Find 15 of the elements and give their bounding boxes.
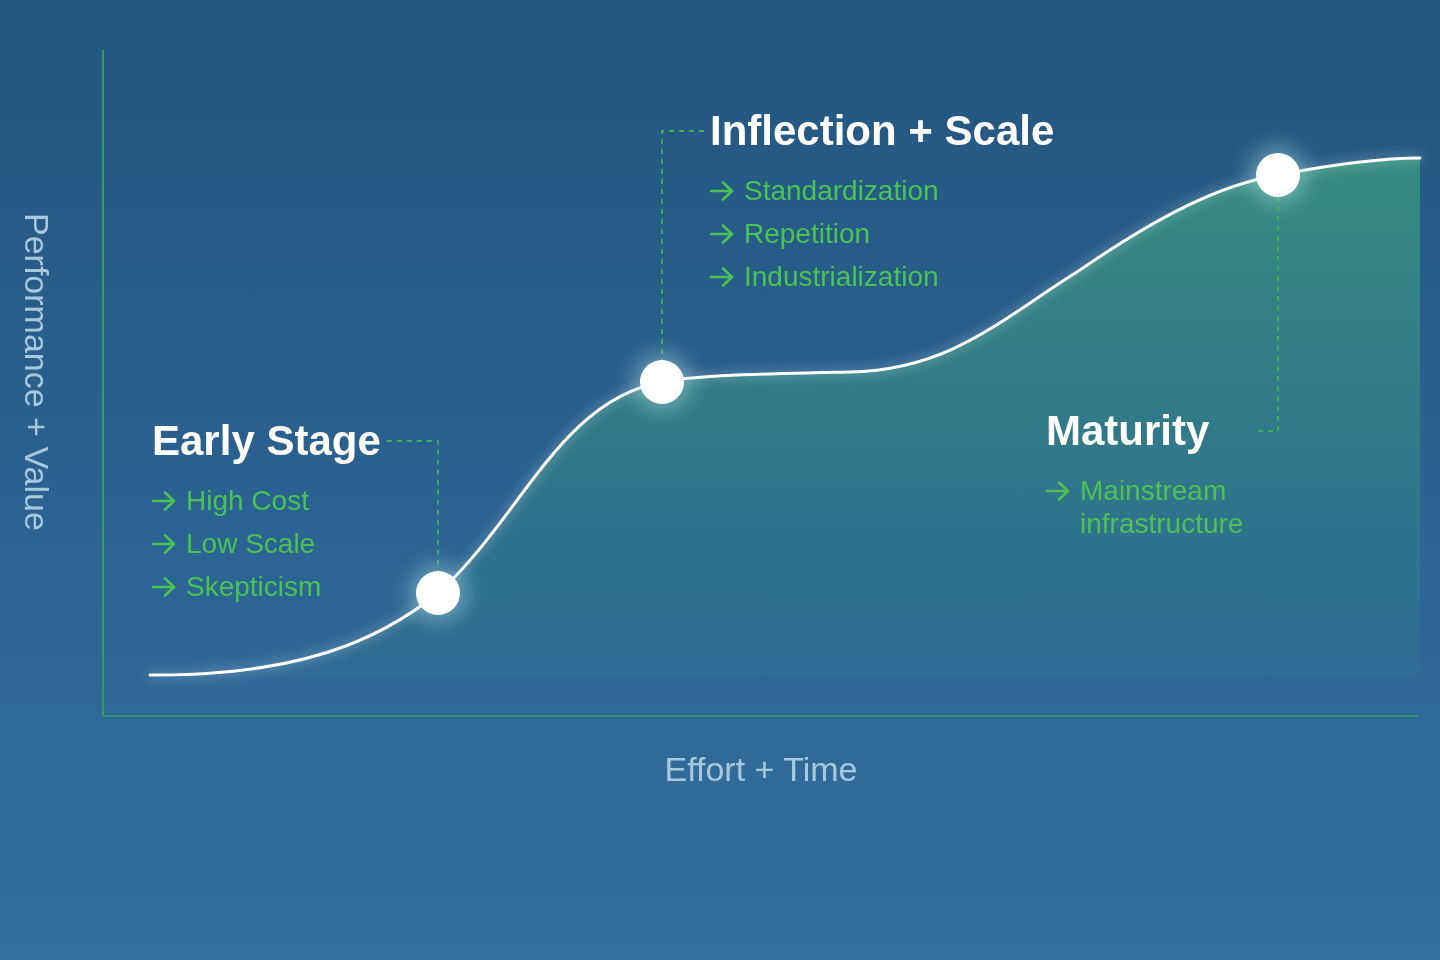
stage-title: Inflection + Scale	[710, 107, 1055, 155]
leader-line	[1257, 196, 1279, 432]
stage-point-text: Skepticism	[186, 570, 322, 603]
stage-point-text: Repetition	[744, 217, 871, 250]
y-axis-label: Performance + Value	[17, 213, 57, 531]
stage-point-text: Industrialization	[744, 260, 939, 293]
stage-title: Early Stage	[152, 417, 381, 465]
stage-point-text: Standardization	[744, 174, 939, 207]
leader-line	[385, 440, 439, 572]
stage-point-text: Mainstream infrastructure	[1080, 474, 1245, 540]
stage-title: Maturity	[1046, 407, 1210, 455]
stage-point-text: High Cost	[186, 484, 309, 517]
x-axis-label: Effort + Time	[664, 749, 858, 790]
leader-line	[661, 130, 705, 361]
stage-point-text: Low Scale	[186, 527, 316, 560]
